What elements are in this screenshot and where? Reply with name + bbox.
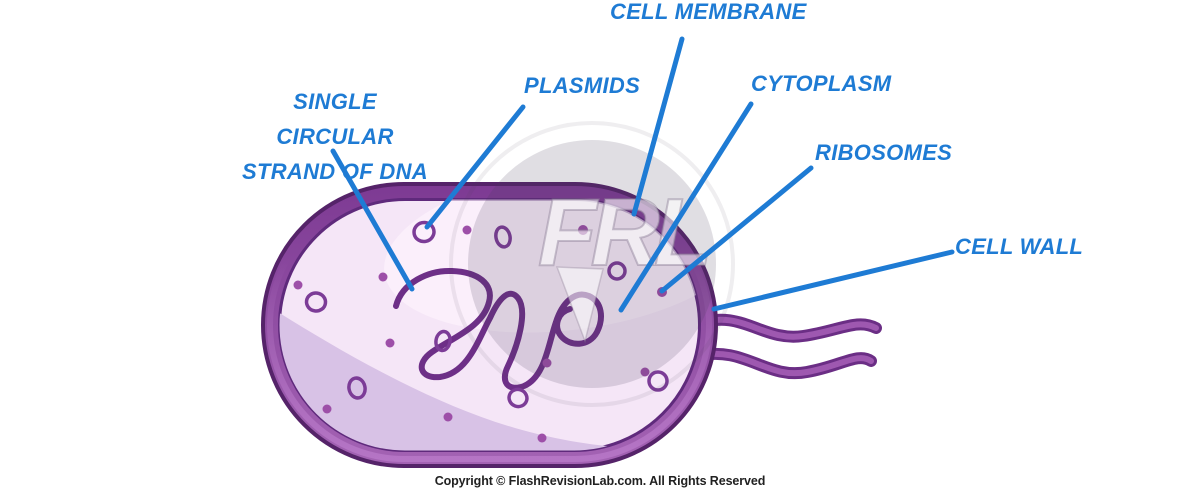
flagellum-fill	[694, 350, 874, 377]
ribosome-dot	[443, 412, 453, 422]
dna-strand-path	[393, 267, 604, 391]
ribosome-dot	[378, 272, 388, 282]
leader-line-cell-membrane	[631, 36, 685, 217]
plasmid-shape	[434, 329, 452, 353]
ribosome-dot	[322, 404, 332, 414]
label-ribosomes: RIBOSOMES	[815, 140, 953, 165]
watermark-ring	[449, 121, 735, 407]
plasmids-group	[304, 220, 669, 409]
leader-line-cytoplasm	[618, 101, 754, 313]
cell-wall-inner-highlight	[267, 188, 712, 462]
cytoplasm-shadow-band	[279, 302, 700, 451]
plasmid-shape	[507, 387, 529, 409]
plasmid-shape	[347, 376, 367, 400]
flagellum-fill	[694, 316, 879, 340]
leader-line-dna	[330, 148, 415, 292]
label-dna-line2: STRAND OF DNA	[241, 159, 428, 184]
flagella	[691, 313, 882, 380]
ribosome-dot	[578, 225, 588, 235]
ribosome-dot	[385, 338, 395, 348]
label-cell-membrane: CELL MEMBRANE	[610, 0, 807, 24]
label-cell-wall: CELL WALL	[955, 234, 1084, 259]
watermark: FRL	[449, 121, 735, 407]
ribosome-dot	[462, 225, 472, 235]
leader-line-ribosomes	[659, 165, 814, 294]
plasmid-shape	[304, 291, 328, 313]
ribosome-dot	[542, 358, 552, 368]
plasmid-shape	[494, 225, 512, 249]
label-cytoplasm: CYTOPLASM	[751, 71, 892, 96]
ribosome-dot	[640, 367, 650, 377]
plasmid-shape	[412, 220, 436, 244]
ribosome-dot	[537, 433, 547, 443]
copyright-text: Copyright © FlashRevisionLab.com. All Ri…	[434, 474, 766, 488]
leader-line-cell-wall	[711, 249, 955, 312]
leader-lines	[330, 36, 955, 313]
ribosomes-group	[293, 225, 667, 443]
plasmid-shape	[607, 261, 627, 281]
label-plasmids: PLASMIDS	[524, 73, 641, 98]
ribosome-dot	[293, 280, 303, 290]
watermark-disc	[468, 140, 716, 388]
label-dna-line1: SINGLE CIRCULAR	[276, 89, 394, 149]
leader-line-plasmids	[424, 104, 526, 230]
watermark-swoosh	[555, 266, 604, 344]
plasmid-shape	[647, 370, 669, 392]
label-single-circular-strand-of-dna: SINGLE CIRCULAR STRAND OF DNA	[239, 84, 431, 189]
